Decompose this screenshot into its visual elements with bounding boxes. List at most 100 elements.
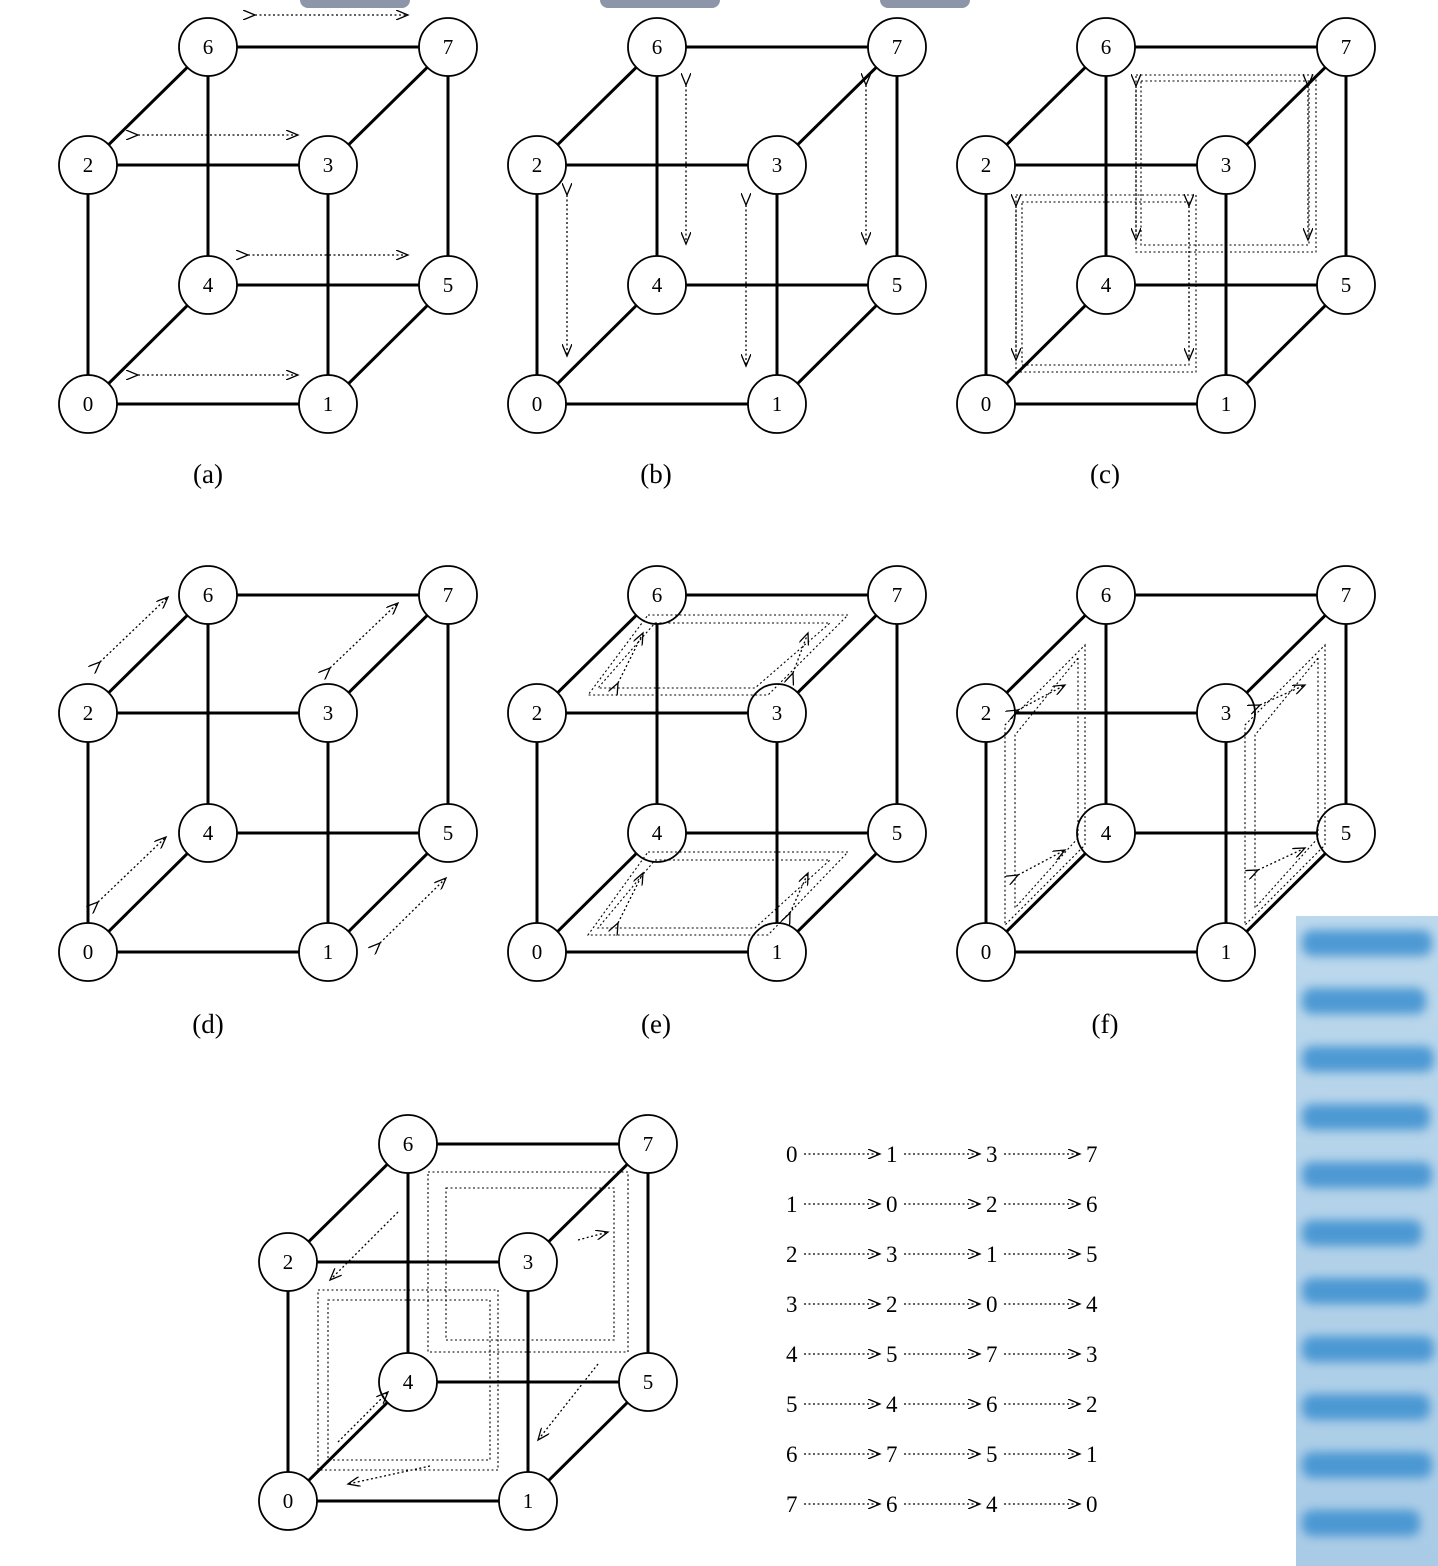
node-label: 4: [652, 273, 663, 297]
cube-edge: [796, 852, 878, 933]
node-label: 5: [1341, 273, 1352, 297]
route-hop: 0: [786, 1142, 798, 1167]
node-1: 1: [747, 922, 807, 982]
node-6: 6: [627, 565, 687, 625]
node-circle: [378, 1114, 438, 1174]
node-2: 2: [258, 1232, 318, 1292]
node-label: 4: [652, 821, 663, 845]
node-7: 7: [418, 565, 478, 625]
cube-edge: [1245, 66, 1327, 146]
node-label: 6: [1101, 583, 1112, 607]
cube-edge: [347, 852, 429, 933]
cube-edge: [107, 852, 189, 933]
node-circle: [418, 565, 478, 625]
exchange-path: [1244, 643, 1326, 927]
node-6: 6: [178, 17, 238, 77]
route-hop: 4: [886, 1392, 898, 1417]
cube-edge: [1005, 852, 1087, 933]
node-label: 1: [772, 392, 783, 416]
node-circle: [498, 1471, 558, 1531]
node-circle: [418, 255, 478, 315]
route-hop: 6: [986, 1392, 998, 1417]
node-0: 0: [258, 1471, 318, 1531]
route-hop: 4: [786, 1342, 798, 1367]
node-3: 3: [1196, 135, 1256, 195]
node-5: 5: [867, 803, 927, 863]
exchange-path: [427, 1171, 629, 1353]
node-label: 7: [1341, 583, 1352, 607]
node-label: 0: [83, 392, 94, 416]
caption-f: (f): [1092, 1009, 1119, 1039]
node-circle: [298, 683, 358, 743]
node-circle: [378, 1352, 438, 1412]
node-label: 1: [523, 1489, 534, 1513]
message-arrow: [1018, 685, 1065, 710]
node-circle: [956, 922, 1016, 982]
node-label: 3: [323, 701, 334, 725]
route-hop: 1: [786, 1192, 798, 1217]
node-label: 7: [1341, 35, 1352, 59]
node-5: 5: [418, 255, 478, 315]
cube-edge: [307, 1163, 389, 1243]
message-arrow: [618, 873, 643, 923]
node-7: 7: [1316, 17, 1376, 77]
exchange-path: [596, 622, 832, 689]
node-circle: [1076, 803, 1136, 863]
cube-edge: [796, 614, 878, 694]
node-7: 7: [418, 17, 478, 77]
message-arrow: [618, 633, 643, 683]
exchange-path: [586, 851, 850, 936]
node-label: 1: [1221, 392, 1232, 416]
node-circle: [507, 374, 567, 434]
caption-d: (d): [192, 1009, 223, 1039]
node-5: 5: [418, 803, 478, 863]
node-2: 2: [507, 683, 567, 743]
node-label: 1: [772, 940, 783, 964]
route-hop: 7: [986, 1342, 998, 1367]
exchange-path: [327, 1299, 491, 1461]
node-label: 5: [892, 273, 903, 297]
route-hop: 5: [1086, 1242, 1098, 1267]
node-circle: [58, 683, 118, 743]
cube-edge: [107, 66, 189, 146]
route-hop: 2: [886, 1292, 898, 1317]
node-circle: [1316, 255, 1376, 315]
node-label: 2: [83, 153, 94, 177]
node-label: 4: [1101, 273, 1112, 297]
node-7: 7: [867, 17, 927, 77]
route-hop: 1: [886, 1142, 898, 1167]
cube-edge: [347, 614, 429, 694]
node-4: 4: [178, 255, 238, 315]
node-circle: [1316, 803, 1376, 863]
node-label: 3: [1221, 153, 1232, 177]
node-circle: [618, 1352, 678, 1412]
node-7: 7: [867, 565, 927, 625]
node-circle: [298, 374, 358, 434]
node-7: 7: [1316, 565, 1376, 625]
exchange-path: [445, 1187, 615, 1341]
message-arrow: [1260, 685, 1305, 705]
message-arrow: [380, 878, 446, 943]
message-arrow: [100, 597, 168, 662]
node-label: 2: [981, 701, 992, 725]
cube-edge: [107, 304, 189, 385]
node-3: 3: [747, 135, 807, 195]
node-0: 0: [507, 374, 567, 434]
node-circle: [618, 1114, 678, 1174]
node-circle: [1196, 922, 1256, 982]
cube-edge: [1245, 304, 1327, 385]
node-circle: [258, 1232, 318, 1292]
node-1: 1: [498, 1471, 558, 1531]
message-arrow: [348, 1465, 431, 1484]
node-label: 1: [323, 392, 334, 416]
node-label: 3: [772, 701, 783, 725]
node-label: 2: [532, 701, 543, 725]
